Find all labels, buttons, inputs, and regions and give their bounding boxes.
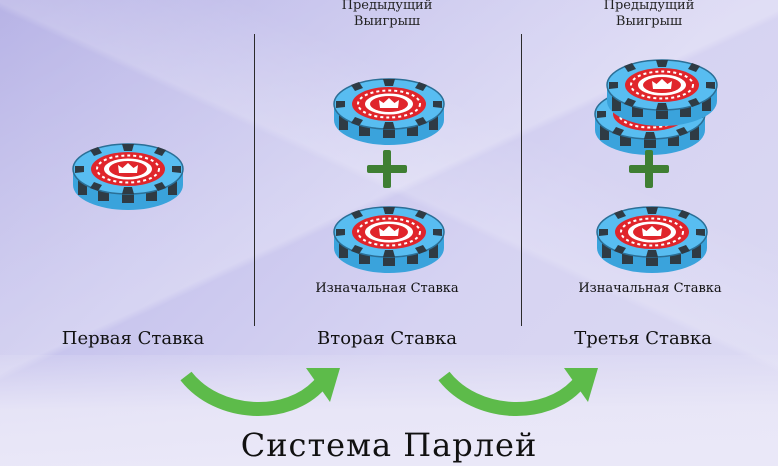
previous-win-label: Предыдущий Выигрыш xyxy=(603,0,695,29)
poker-chip-icon xyxy=(592,196,712,276)
column-divider-right xyxy=(521,34,522,326)
stage-label-second: Вторая Ставка xyxy=(317,328,457,349)
initial-bet-label: Изначальная Ставка xyxy=(315,281,459,296)
poker-chip-icon xyxy=(329,68,449,148)
previous-win-label: Предыдущий Выигрыш xyxy=(341,0,433,29)
initial-bet-label: Изначальная Ставка xyxy=(578,281,722,296)
bottom-band xyxy=(0,355,778,466)
stage-label-first: Первая Ставка xyxy=(61,328,205,349)
curved-arrow-icon xyxy=(438,368,598,416)
poker-chip-icon xyxy=(68,133,188,213)
stage-label-third: Третья Ставка xyxy=(574,328,712,349)
diagram-title: Система Парлей xyxy=(240,426,538,464)
column-divider-left xyxy=(254,34,255,326)
plus-icon xyxy=(629,150,669,188)
plus-icon xyxy=(367,150,407,188)
curved-arrow-icon xyxy=(180,368,340,416)
poker-chip-icon xyxy=(602,49,722,129)
poker-chip-icon xyxy=(329,196,449,276)
